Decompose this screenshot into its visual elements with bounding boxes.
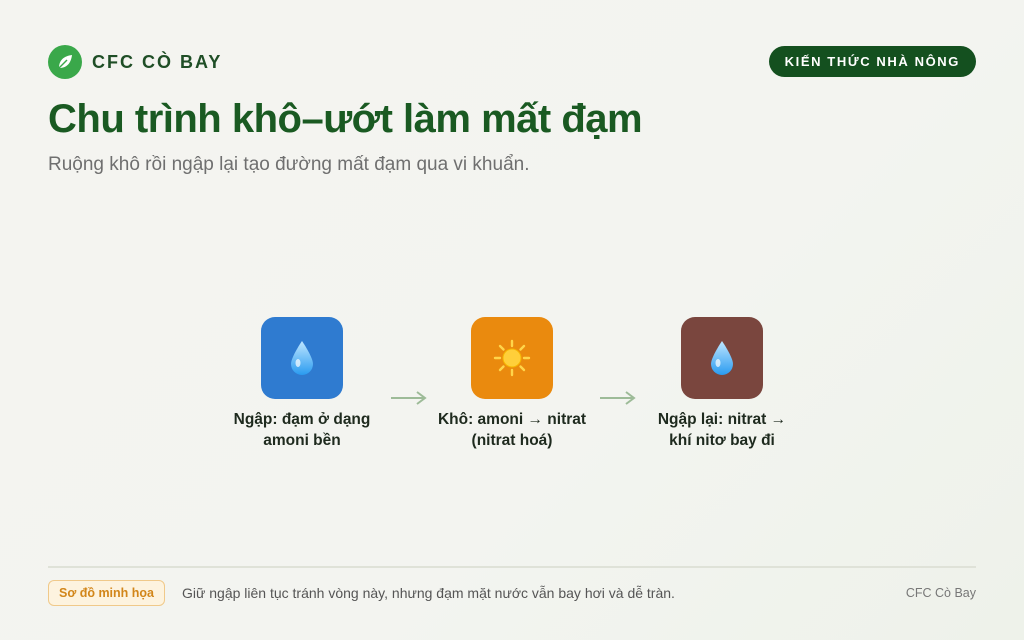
step-box-reflooded: [681, 317, 763, 399]
note-badge: Sơ đồ minh họa: [48, 580, 165, 606]
step-label-flooded: Ngập: đạm ở dạng amoni bền: [233, 411, 371, 449]
page-subtitle: Ruộng khô rồi ngập lại tạo đường mất đạm…: [48, 154, 530, 175]
step-box-flooded: [261, 317, 343, 399]
footer-divider: [48, 566, 976, 568]
step-box-dry: [471, 317, 553, 399]
step-label-reflooded: Ngập lại: nitrat → khí nitơ bay đi: [657, 411, 787, 449]
page-title: Chu trình khô–ướt làm mất đạm: [48, 97, 643, 141]
footer-brand: CFC Cò Bay: [905, 586, 976, 600]
topic-badge: KIẾN THỨC NHÀ NÔNG: [768, 46, 976, 77]
brand-name: CFC CÒ BAY: [92, 51, 223, 72]
brand: CFC CÒ BAY: [48, 45, 222, 79]
note-text: Giữ ngập liên tục tránh vòng này, nhưng …: [182, 585, 675, 601]
sun-icon: [493, 339, 531, 377]
step-flooded: Ngập: đạm ở dạng amoni bền: [202, 317, 402, 451]
step-dry: Khô: amoni → nitrat (nitrat hoá): [412, 317, 612, 451]
arrow-right-icon: [391, 391, 427, 405]
step-reflooded: Ngập lại: nitrat → khí nitơ bay đi: [622, 317, 822, 451]
water-drop-icon: [291, 341, 313, 375]
step-label-dry: Khô: amoni → nitrat (nitrat hoá): [437, 411, 587, 449]
leaf-icon: [48, 45, 82, 79]
water-drop-icon: [711, 341, 733, 375]
arrow-right-icon: [600, 391, 636, 405]
